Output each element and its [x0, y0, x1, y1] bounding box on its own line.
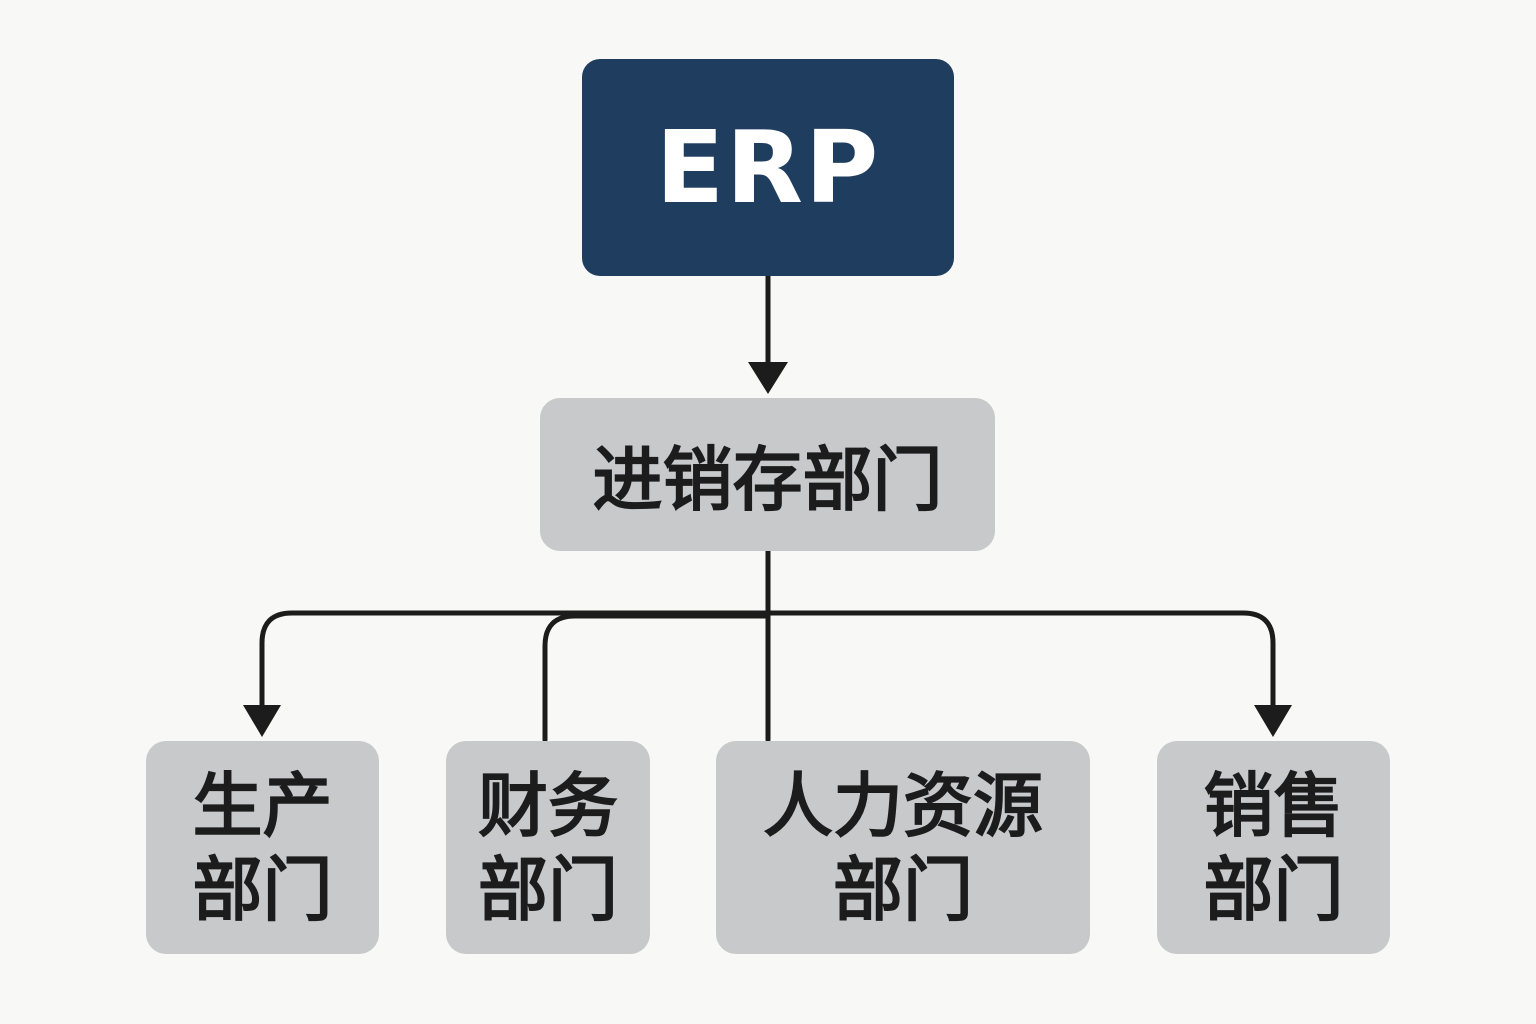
erp-node: ERP: [582, 59, 954, 276]
sales-department-label-line1: 销售: [1203, 764, 1344, 847]
finance-department-node: 财务 部门: [446, 741, 650, 954]
inventory-department-node: 进销存部门: [540, 398, 995, 551]
arrowhead-inventory: [748, 362, 788, 394]
connector-bus-finance: [542, 613, 771, 743]
hr-department-label-line1: 人力资源: [763, 764, 1043, 847]
connector-bus-left: [259, 610, 771, 708]
erp-label: ERP: [655, 109, 881, 226]
production-department-label-line2: 部门: [192, 848, 333, 931]
inventory-department-label: 进销存部门: [592, 439, 943, 521]
production-department-node: 生产 部门: [146, 741, 379, 954]
sales-department-label-line2: 部门: [1203, 848, 1344, 931]
finance-department-label-line1: 财务: [478, 764, 618, 847]
hr-department-label-line2: 部门: [833, 848, 973, 931]
hr-department-node: 人力资源 部门: [716, 741, 1090, 954]
arrowhead-production: [243, 705, 281, 737]
arrowhead-sales: [1254, 705, 1292, 737]
connector-bus-right: [765, 610, 1276, 708]
sales-department-node: 销售 部门: [1157, 741, 1390, 954]
finance-department-label-line2: 部门: [478, 848, 618, 931]
production-department-label-line1: 生产: [192, 764, 333, 847]
